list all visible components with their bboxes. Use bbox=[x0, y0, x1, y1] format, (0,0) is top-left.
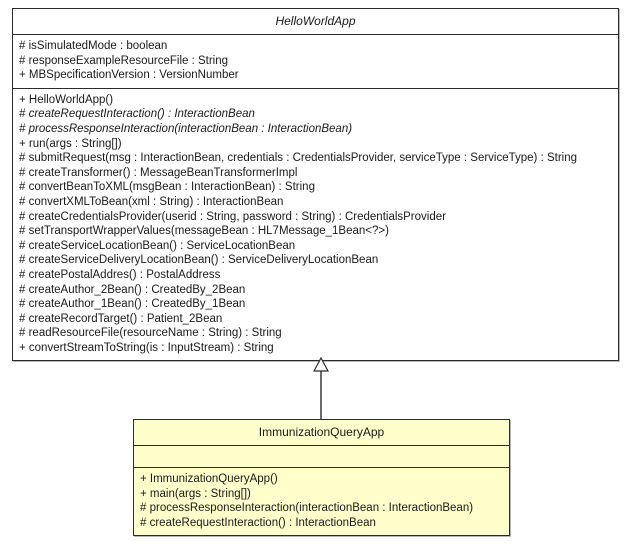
operations-compartment-immunizationqueryapp: + ImmunizationQueryApp() + main(args : S… bbox=[134, 468, 509, 535]
class-box-helloworldapp[interactable]: HelloWorldApp # isSimulatedMode : boolea… bbox=[12, 8, 619, 362]
operation-row: + run(args : String[]) bbox=[19, 137, 122, 150]
operation-row: # createAuthor_1Bean() : CreatedBy_1Bean bbox=[19, 298, 246, 311]
operation-row: # createServiceDeliveryLocationBean() : … bbox=[19, 254, 379, 267]
operations-compartment-helloworldapp: + HelloWorldApp() # createRequestInterac… bbox=[13, 89, 618, 361]
operation-row: # submitRequest(msg : InteractionBean, c… bbox=[19, 152, 578, 165]
operation-row: # processResponseInteraction(interaction… bbox=[140, 502, 474, 515]
attribute-row: # responseExampleResourceFile : String bbox=[19, 54, 229, 67]
attributes-compartment-immunizationqueryapp bbox=[134, 446, 509, 468]
operation-row: + main(args : String[]) bbox=[140, 487, 251, 500]
attribute-row: + MBSpecificationVersion : VersionNumber bbox=[19, 69, 239, 82]
operation-row: # createServiceLocationBean() : ServiceL… bbox=[19, 239, 296, 252]
attribute-row: # isSimulatedMode : boolean bbox=[19, 40, 168, 52]
operation-row: # convertXMLToBean(xml : String) : Inter… bbox=[19, 195, 284, 208]
operation-row: + ImmunizationQueryApp() bbox=[140, 473, 278, 485]
operation-row: + HelloWorldApp() bbox=[19, 93, 114, 106]
operation-row: # convertBeanToXML(msgBean : Interaction… bbox=[19, 181, 315, 194]
class-box-immunizationqueryapp[interactable]: ImmunizationQueryApp + ImmunizationQuery… bbox=[133, 419, 510, 537]
operation-row: # createRecordTarget() : Patient_2Bean bbox=[19, 312, 223, 325]
operation-row: # createTransformer() : MessageBeanTrans… bbox=[19, 166, 298, 179]
operation-row: # createCredentialsProvider(userid : Str… bbox=[19, 210, 446, 223]
generalization-arrow-icon bbox=[312, 357, 330, 420]
operation-row: # createPostalAddres() : PostalAddress bbox=[19, 268, 221, 281]
operation-row: # createRequestInteraction() : Interacti… bbox=[19, 108, 255, 121]
operation-row: # processResponseInteraction(interaction… bbox=[19, 122, 353, 135]
operation-row: # readResourceFile(resourceName : String… bbox=[19, 327, 282, 340]
operation-row: # createRequestInteraction() : Interacti… bbox=[140, 516, 376, 529]
class-title-helloworldapp: HelloWorldApp bbox=[13, 9, 618, 35]
operation-row: + convertStreamToString(is : InputStream… bbox=[19, 341, 274, 354]
operation-row: # createAuthor_2Bean() : CreatedBy_2Bean bbox=[19, 283, 246, 296]
operation-row: # setTransportWrapperValues(messageBean … bbox=[19, 225, 389, 238]
attributes-compartment-helloworldapp: # isSimulatedMode : boolean # responseEx… bbox=[13, 35, 618, 89]
class-title-immunizationqueryapp: ImmunizationQueryApp bbox=[134, 420, 509, 446]
